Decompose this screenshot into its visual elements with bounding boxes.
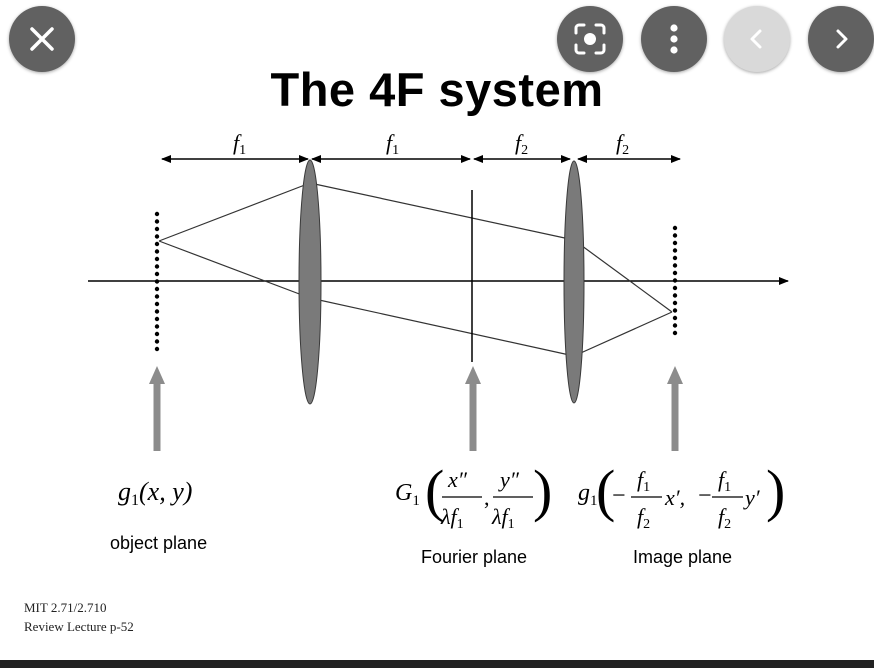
bottom-border <box>0 660 874 668</box>
object-plane-arrow <box>149 366 165 451</box>
more-vertical-icon <box>670 24 678 54</box>
fourier-plane-label: Fourier plane <box>421 547 528 567</box>
lens-1 <box>298 159 322 405</box>
plane-pointer-arrows <box>149 366 683 451</box>
lens-2 <box>563 160 585 404</box>
f2-label: f2 <box>616 130 629 158</box>
fourier-plane-arrow <box>465 366 481 451</box>
svg-text:g1(x, y): g1(x, y) <box>118 477 192 509</box>
svg-text:(: ( <box>596 458 615 523</box>
svg-text:): ) <box>766 458 785 523</box>
svg-text:f1: f1 <box>637 467 650 495</box>
svg-text:x′,: x′, <box>664 485 685 510</box>
svg-text:λf1: λf1 <box>440 504 464 532</box>
f2-label: f2 <box>515 130 528 158</box>
svg-text:,: , <box>484 485 490 510</box>
visual-search-button[interactable] <box>557 6 623 72</box>
chevron-right-icon <box>836 29 848 49</box>
image-formula: g1 ( − f1 f2 x′, − f1 f2 y′ ) <box>578 458 785 532</box>
svg-text:y′: y′ <box>743 485 761 510</box>
f1-label: f1 <box>386 130 399 158</box>
distance-labels: f1 f1 f2 f2 <box>233 130 629 158</box>
image-plane-dots <box>672 225 678 336</box>
close-button[interactable] <box>9 6 75 72</box>
object-plane-dots <box>154 211 160 352</box>
fourier-formula: G1 ( x″ λf1 , y″ λf1 ) <box>395 458 552 532</box>
credit-course: MIT 2.71/2.710 <box>24 600 107 615</box>
svg-text:(: ( <box>425 458 444 523</box>
visual-search-icon <box>574 23 606 55</box>
svg-text:y″: y″ <box>498 467 520 492</box>
svg-text:): ) <box>533 458 552 523</box>
svg-text:f2: f2 <box>637 504 650 532</box>
next-image-button[interactable] <box>808 6 874 72</box>
more-options-button[interactable] <box>641 6 707 72</box>
previous-image-button[interactable] <box>724 6 790 72</box>
svg-text:λf1: λf1 <box>491 504 515 532</box>
chevron-left-icon <box>750 29 762 49</box>
f1-label: f1 <box>233 130 246 158</box>
svg-text:f1: f1 <box>718 467 731 495</box>
slide-title: The 4F system <box>270 63 604 116</box>
object-plane-label: object plane <box>110 533 208 553</box>
object-formula: g1(x, y) <box>118 477 192 509</box>
svg-text:−: − <box>612 483 626 509</box>
image-plane-arrow <box>667 366 683 451</box>
svg-text:x″: x″ <box>447 467 468 492</box>
credit-lecture: Review Lecture p-52 <box>24 619 134 634</box>
svg-text:−: − <box>698 483 712 509</box>
svg-text:g1: g1 <box>578 480 598 509</box>
close-icon <box>30 27 54 51</box>
svg-text:f2: f2 <box>718 504 731 532</box>
ray-traces <box>158 182 673 357</box>
svg-text:G1: G1 <box>395 480 420 509</box>
image-plane-label: Image plane <box>633 547 733 567</box>
